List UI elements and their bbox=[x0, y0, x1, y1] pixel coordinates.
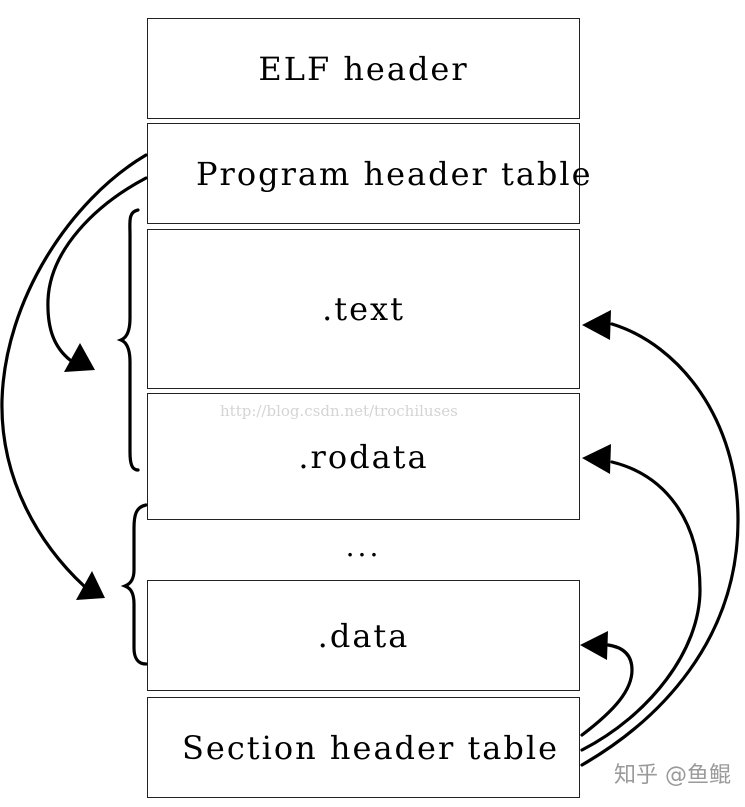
arrowhead-rodata-right bbox=[582, 444, 611, 474]
arrow-phdr-to-data bbox=[0, 153, 148, 588]
arrowhead-data-left bbox=[76, 571, 105, 600]
ellipsis-label: ... bbox=[345, 530, 382, 563]
data-section-label: .data bbox=[317, 616, 410, 655]
rodata-section-label: .rodata bbox=[298, 437, 429, 476]
program-header-table-label: Program header table bbox=[196, 154, 593, 193]
arrow-shdr-to-text bbox=[580, 322, 740, 767]
program-header-table-box: Program header table bbox=[147, 123, 591, 224]
text-section-box: .text bbox=[147, 229, 580, 389]
arrow-phdr-to-text bbox=[46, 176, 148, 362]
elf-header-box: ELF header bbox=[147, 18, 580, 119]
segment-brace-lower bbox=[120, 503, 148, 666]
section-header-table-label: Section header table bbox=[182, 728, 560, 767]
segment-brace-upper bbox=[116, 208, 140, 472]
arrowhead-text-left bbox=[64, 343, 95, 372]
zhihu-watermark: 知乎 @鱼鲲 bbox=[614, 763, 731, 788]
arrowhead-text-right bbox=[582, 310, 611, 340]
section-header-table-box: Section header table bbox=[147, 697, 580, 798]
arrowhead-data-right bbox=[580, 631, 608, 660]
blog-watermark: http://blog.csdn.net/trochiluses bbox=[220, 402, 458, 420]
elf-header-label: ELF header bbox=[258, 49, 469, 88]
data-section-box: .data bbox=[147, 580, 580, 691]
arrow-shdr-to-data bbox=[580, 643, 634, 737]
rodata-section-box: .rodata bbox=[147, 393, 580, 520]
arrow-shdr-to-rodata bbox=[580, 460, 702, 752]
text-section-label: .text bbox=[322, 290, 405, 328]
